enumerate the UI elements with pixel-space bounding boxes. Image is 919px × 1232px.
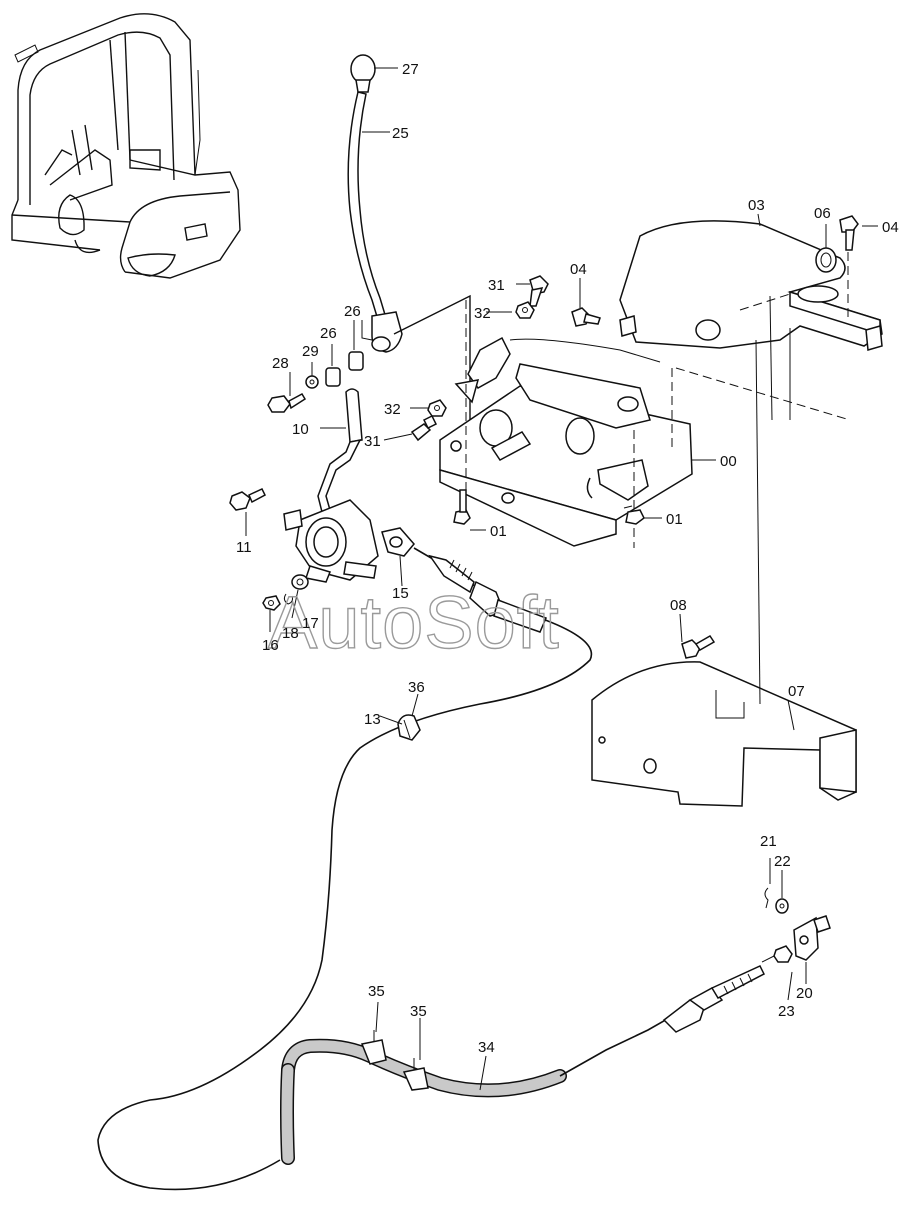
bolt-08 [681,635,716,659]
callout-26b: 26 [320,325,337,342]
callout-35a: 35 [368,983,385,1000]
hose-34 [280,1013,677,1165]
callout-21: 21 [760,833,777,850]
callout-04b: 04 [882,219,899,236]
callout-10: 10 [292,421,309,438]
callout-07: 07 [788,683,805,700]
lever-10 [317,388,363,513]
bolt-01a [453,489,471,525]
callout-01b: 01 [666,511,683,528]
rod-end-15 [381,527,415,557]
nut-32b [427,399,447,417]
callout-35b: 35 [410,1003,427,1020]
callout-04a: 04 [570,261,587,278]
bolt-28 [267,393,307,413]
callout-28: 28 [272,355,289,372]
cover-03 [619,220,883,421]
bracket-20 [793,915,831,961]
callout-20: 20 [796,985,813,1002]
callout-27: 27 [402,61,419,78]
bolt-31b [410,414,438,442]
bracket-00 [439,300,693,548]
callout-08: 08 [670,597,687,614]
callout-26a: 26 [344,303,361,320]
bolt-04b [839,215,859,318]
callout-32b: 32 [384,401,401,418]
bolt-11 [229,488,266,511]
clamp-35b [402,1058,429,1091]
callout-17: 17 [302,615,319,632]
bolt-01b [623,505,645,525]
washer-22 [775,898,789,914]
nut-23 [773,945,793,963]
excavator-cab-inset [11,13,241,279]
callouts: 27 25 26 26 29 28 10 11 15 17 18 16 31 3… [236,61,899,1056]
callout-16: 16 [262,637,279,654]
bolt-04a [571,307,601,327]
callout-00: 00 [720,453,737,470]
callout-01a: 01 [490,523,507,540]
cover-07 [591,339,857,807]
callout-11: 11 [236,539,252,556]
callout-13: 13 [364,711,381,728]
control-housing [283,499,379,583]
callout-25: 25 [392,125,409,142]
callout-34: 34 [478,1039,495,1056]
cable-13 [97,547,593,1191]
clip-18 [283,593,293,605]
knob-27 [350,54,376,93]
callout-31a: 31 [488,277,505,294]
bushing-26a [348,351,364,371]
bolt-31a [529,275,549,307]
clamp-36 [397,714,421,741]
callout-32a: 32 [474,305,491,322]
clip-21 [764,887,769,909]
lever-25 [347,91,471,440]
watermark: AutoSoft [268,581,560,664]
nut-32a [515,301,535,319]
callout-22: 22 [774,853,791,870]
leader-lines [245,67,878,1091]
callout-31b: 31 [364,433,381,450]
callout-15: 15 [392,585,409,602]
callout-18: 18 [282,625,299,642]
callout-29: 29 [302,343,319,360]
callout-23: 23 [778,1003,795,1020]
callout-06: 06 [814,205,831,222]
callout-36: 36 [408,679,425,696]
nut-16 [262,595,281,611]
washer-17 [291,574,309,590]
grommet-06 [815,247,837,273]
callout-03: 03 [748,197,765,214]
clamp-35a [360,1030,387,1065]
washer-29 [305,375,319,389]
bushing-26b [325,367,341,387]
cable-end-fitting [662,953,779,1033]
